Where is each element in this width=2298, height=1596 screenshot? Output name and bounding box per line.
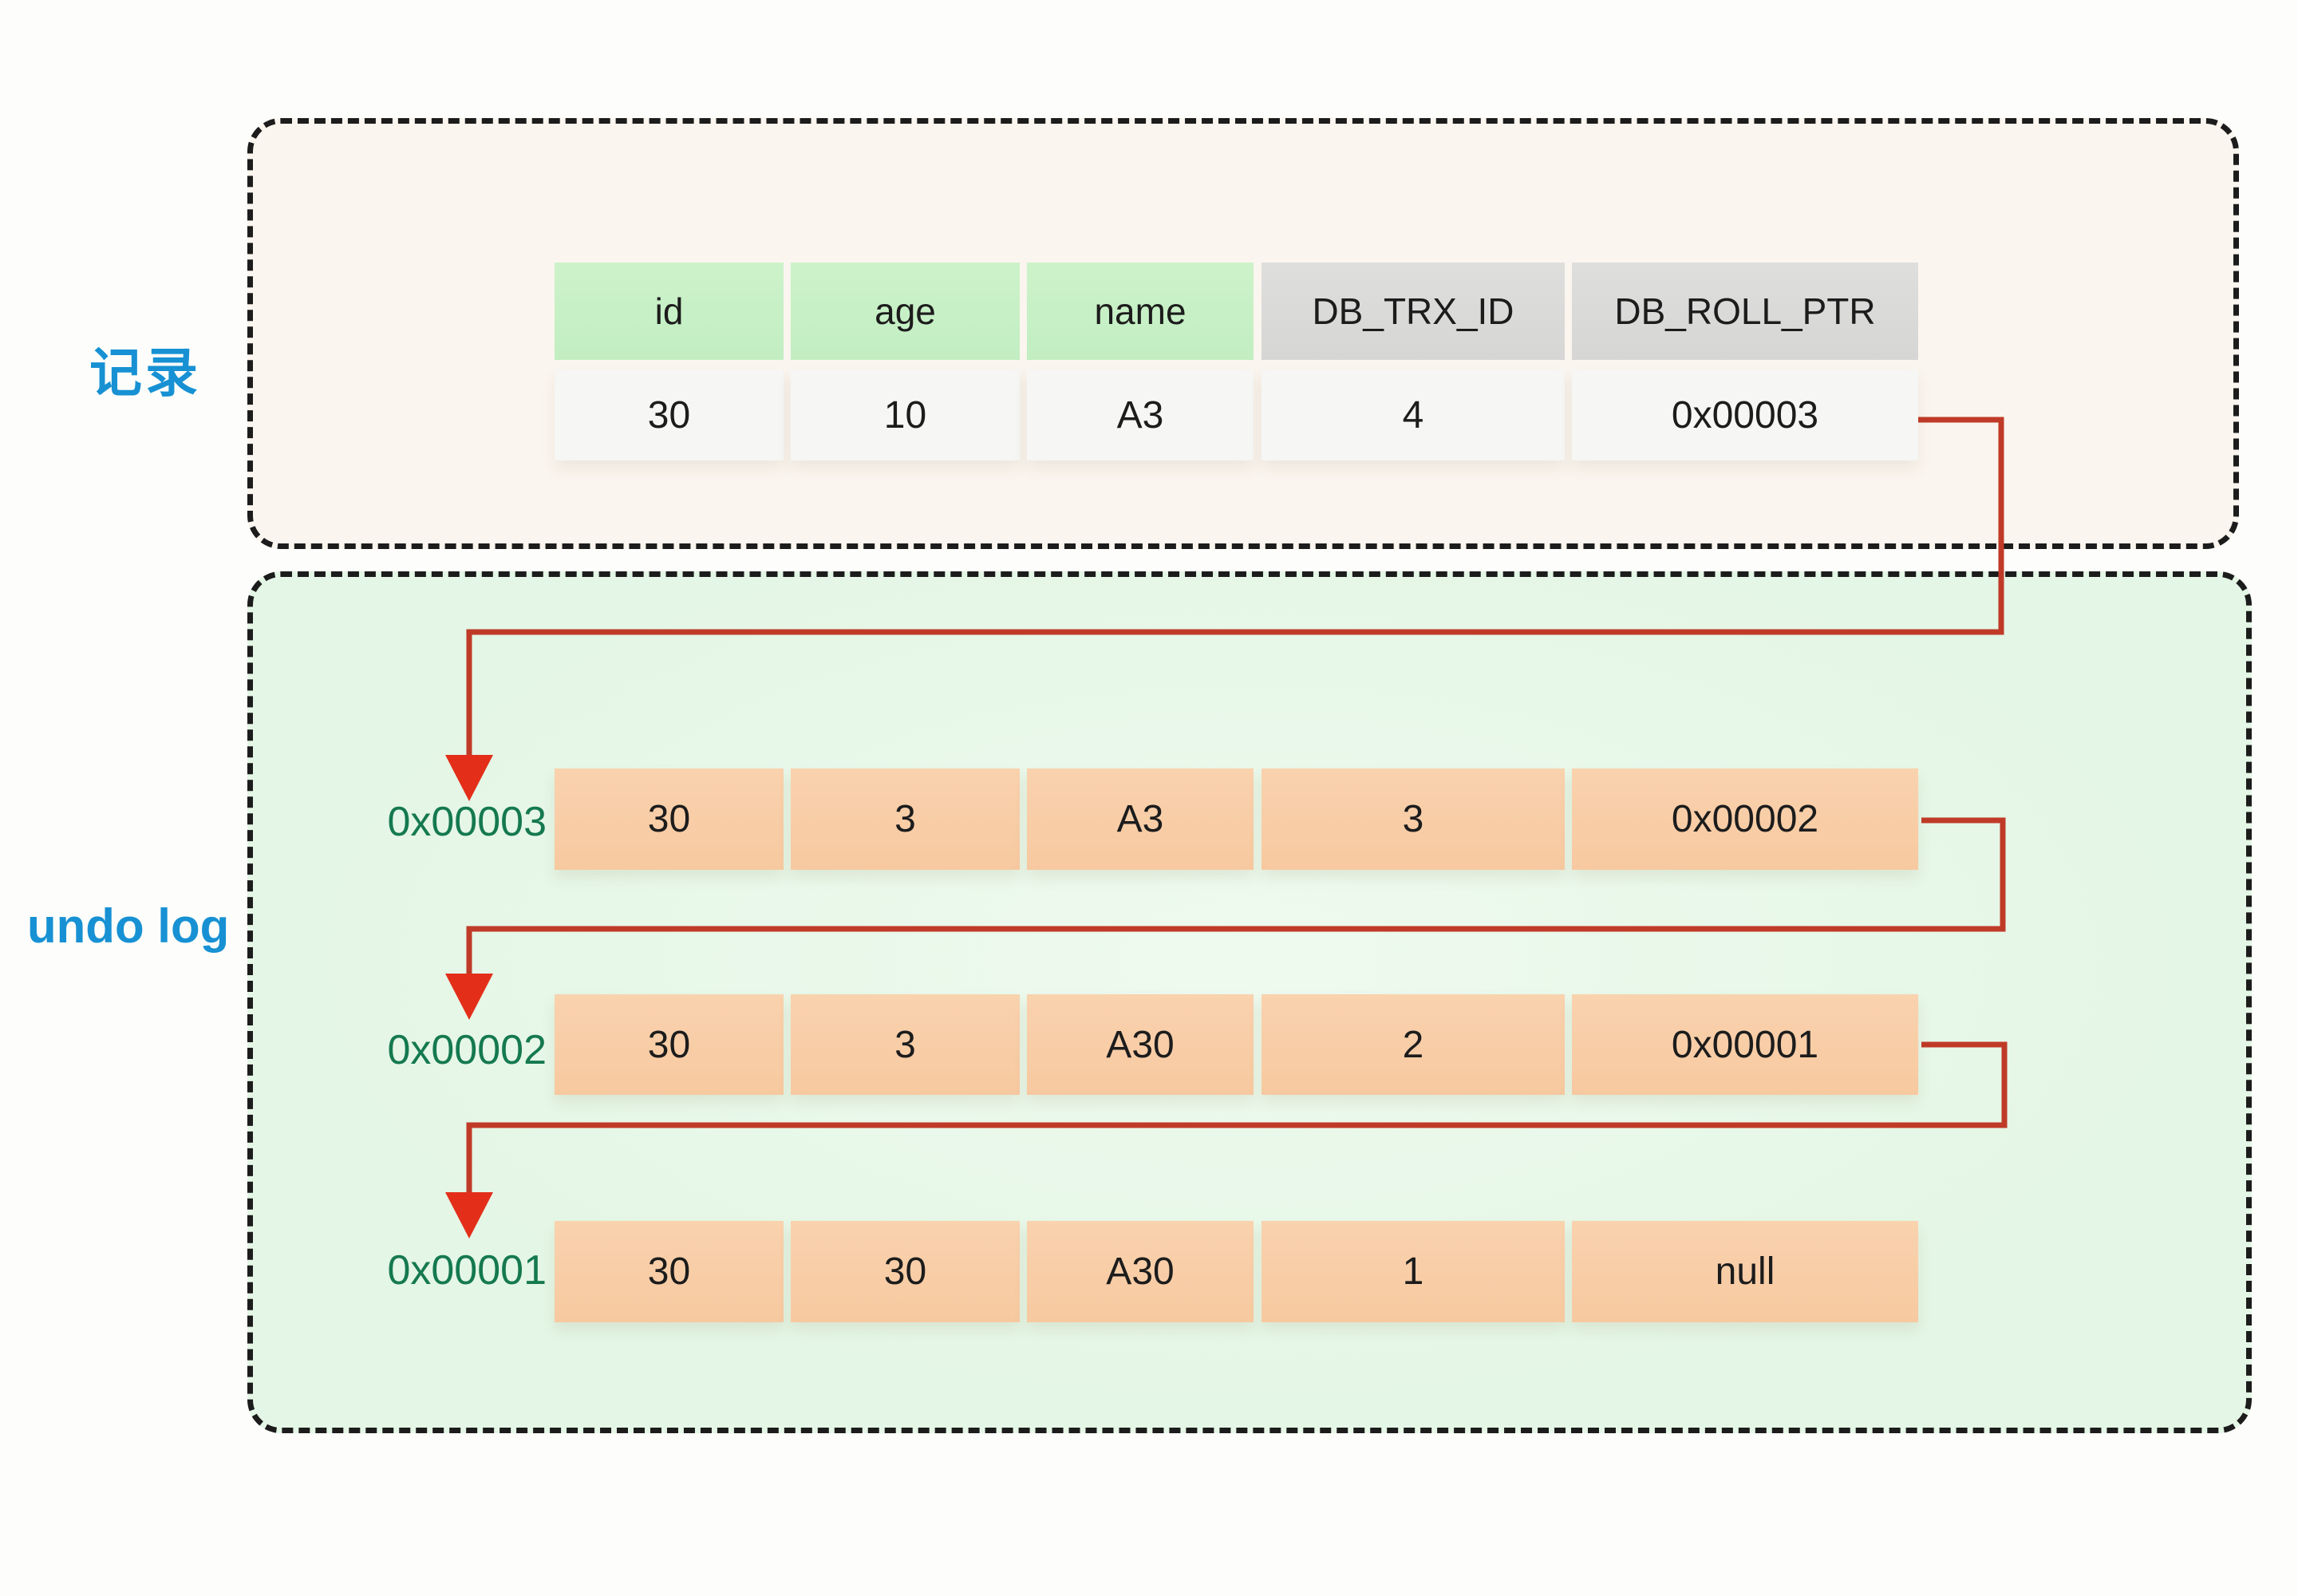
record-cell-db-trx-id: 4 xyxy=(1262,369,1565,460)
undo-row2-cell-name: A30 xyxy=(1027,994,1254,1095)
record-cell-db-roll-ptr: 0x00003 xyxy=(1572,369,1918,460)
undo-row2-pointer-label: 0x00002 xyxy=(387,1027,547,1073)
record-label: 记录 xyxy=(89,343,201,402)
record-cell-age: 10 xyxy=(791,369,1020,460)
undo-log-label: undo log xyxy=(27,899,230,953)
undo-row3-pointer-label: 0x00001 xyxy=(387,1247,547,1294)
undo-row1-pointer-label: 0x00003 xyxy=(387,799,547,845)
undo-row2-cell-db-trx-id: 2 xyxy=(1262,994,1565,1095)
undo-row1-cell-name: A3 xyxy=(1027,768,1254,870)
header-cell-name: name xyxy=(1027,263,1254,360)
undo-row3-cell-db-trx-id: 1 xyxy=(1262,1221,1565,1322)
header-cell-age: age xyxy=(791,263,1020,360)
undo-row1-cell-age: 3 xyxy=(791,768,1020,870)
undo-row1-cell-id: 30 xyxy=(555,768,784,870)
undo-row1-cell-db-trx-id: 3 xyxy=(1262,768,1565,870)
record-cell-name: A3 xyxy=(1027,369,1254,460)
header-cell-db-trx-id: DB_TRX_ID xyxy=(1262,263,1565,360)
undo-row2-cell-db-roll-ptr: 0x00001 xyxy=(1572,994,1918,1095)
undo-row2-cell-age: 3 xyxy=(791,994,1020,1095)
record-cell-id: 30 xyxy=(555,369,784,460)
header-cell-db-roll-ptr: DB_ROLL_PTR xyxy=(1572,263,1918,360)
header-cell-id: id xyxy=(555,263,784,360)
undo-row3-cell-db-roll-ptr: null xyxy=(1572,1221,1918,1322)
undo-row2-cell-id: 30 xyxy=(555,994,784,1095)
undo-row1-cell-db-roll-ptr: 0x00002 xyxy=(1572,768,1918,870)
undo-row3-cell-age: 30 xyxy=(791,1221,1020,1322)
undo-row3-cell-id: 30 xyxy=(555,1221,784,1322)
undo-row3-cell-name: A30 xyxy=(1027,1221,1254,1322)
